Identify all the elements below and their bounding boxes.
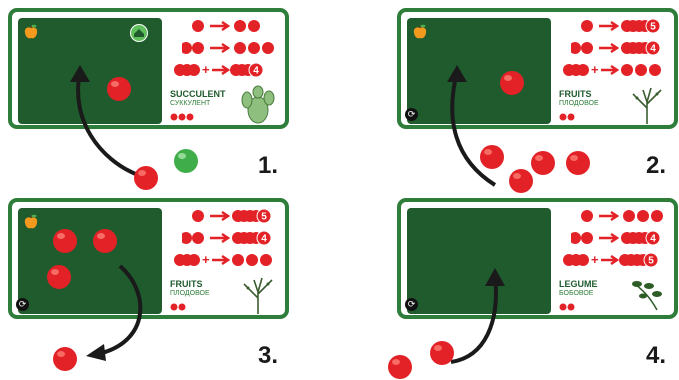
apple-icon <box>24 214 38 230</box>
cost-dots <box>170 301 210 313</box>
fruit-tree-icon <box>240 274 276 314</box>
outside-red-ball[interactable] <box>52 346 78 372</box>
svg-text:+: + <box>591 252 599 267</box>
rule-2: 4 <box>571 40 679 58</box>
cost-dots <box>170 111 210 123</box>
card-name: FRUITS <box>170 279 203 289</box>
rule-2: 4 <box>182 230 294 248</box>
red-ball[interactable] <box>92 228 118 254</box>
rule-2 <box>182 40 294 58</box>
badge-5: 5 <box>261 212 267 223</box>
svg-text:+: + <box>202 62 210 77</box>
cost-dots <box>559 301 599 313</box>
move-arrow-2 <box>435 60 515 190</box>
cycle-icon: ⟳ <box>405 298 418 311</box>
card-name: FRUITS <box>559 89 592 99</box>
rule-1 <box>182 18 294 36</box>
red-ball[interactable] <box>52 228 78 254</box>
card-subname: ПЛОДОВОЕ <box>559 100 599 107</box>
cactus-icon <box>240 84 276 124</box>
card-subname: СУККУЛЕНТ <box>170 100 210 107</box>
rule-3: + 5 <box>561 252 673 270</box>
rule-2: 4 <box>571 230 679 248</box>
rule-3: + 4 <box>172 62 284 80</box>
move-arrow-1 <box>60 60 170 180</box>
step-4-card: ⟳ 4 + 5 LEGUME БОБОВОЕ <box>397 198 678 319</box>
badge-5: 5 <box>648 256 654 267</box>
cycle-icon: ⟳ <box>405 108 418 121</box>
rule-3: + <box>172 252 284 270</box>
fruit-tree-icon <box>629 84 665 124</box>
card-subname: ПЛОДОВОЕ <box>170 290 210 297</box>
step-number-1: 1. <box>258 152 278 180</box>
red-ball[interactable] <box>46 264 72 290</box>
badge-5: 5 <box>650 22 656 33</box>
outside-red-ball[interactable] <box>387 354 413 380</box>
rule-1 <box>571 208 679 226</box>
svg-text:+: + <box>591 62 599 77</box>
apple-icon <box>413 24 427 40</box>
rule-1: 5 <box>182 208 294 226</box>
badge-4: 4 <box>253 66 259 77</box>
outside-green-ball[interactable] <box>173 148 199 174</box>
svg-text:+: + <box>202 252 210 267</box>
outside-red-ball[interactable] <box>508 168 534 194</box>
card-subname: БОБОВОЕ <box>559 290 593 297</box>
card-name: LEGUME <box>559 279 598 289</box>
step-number-2: 2. <box>646 152 666 180</box>
step-number-4: 4. <box>646 342 666 370</box>
legume-icon <box>627 274 667 314</box>
badge-4: 4 <box>650 44 656 55</box>
move-arrow-3 <box>80 262 160 362</box>
home-badge-icon <box>130 24 148 42</box>
move-arrow-4 <box>445 262 515 372</box>
outside-red-ball[interactable] <box>479 144 505 170</box>
rule-1: 5 <box>571 18 679 36</box>
badge-4: 4 <box>650 234 656 245</box>
outside-red-ball[interactable] <box>429 340 455 366</box>
rule-3: + <box>561 62 673 80</box>
step-number-3: 3. <box>258 342 278 370</box>
cycle-icon: ⟳ <box>16 298 29 311</box>
card-name: SUCCULENT <box>170 89 226 99</box>
outside-red-ball[interactable] <box>565 150 591 176</box>
cost-dots <box>559 111 599 123</box>
apple-icon <box>24 24 38 40</box>
outside-red-ball[interactable] <box>133 165 159 191</box>
badge-4: 4 <box>261 234 267 245</box>
